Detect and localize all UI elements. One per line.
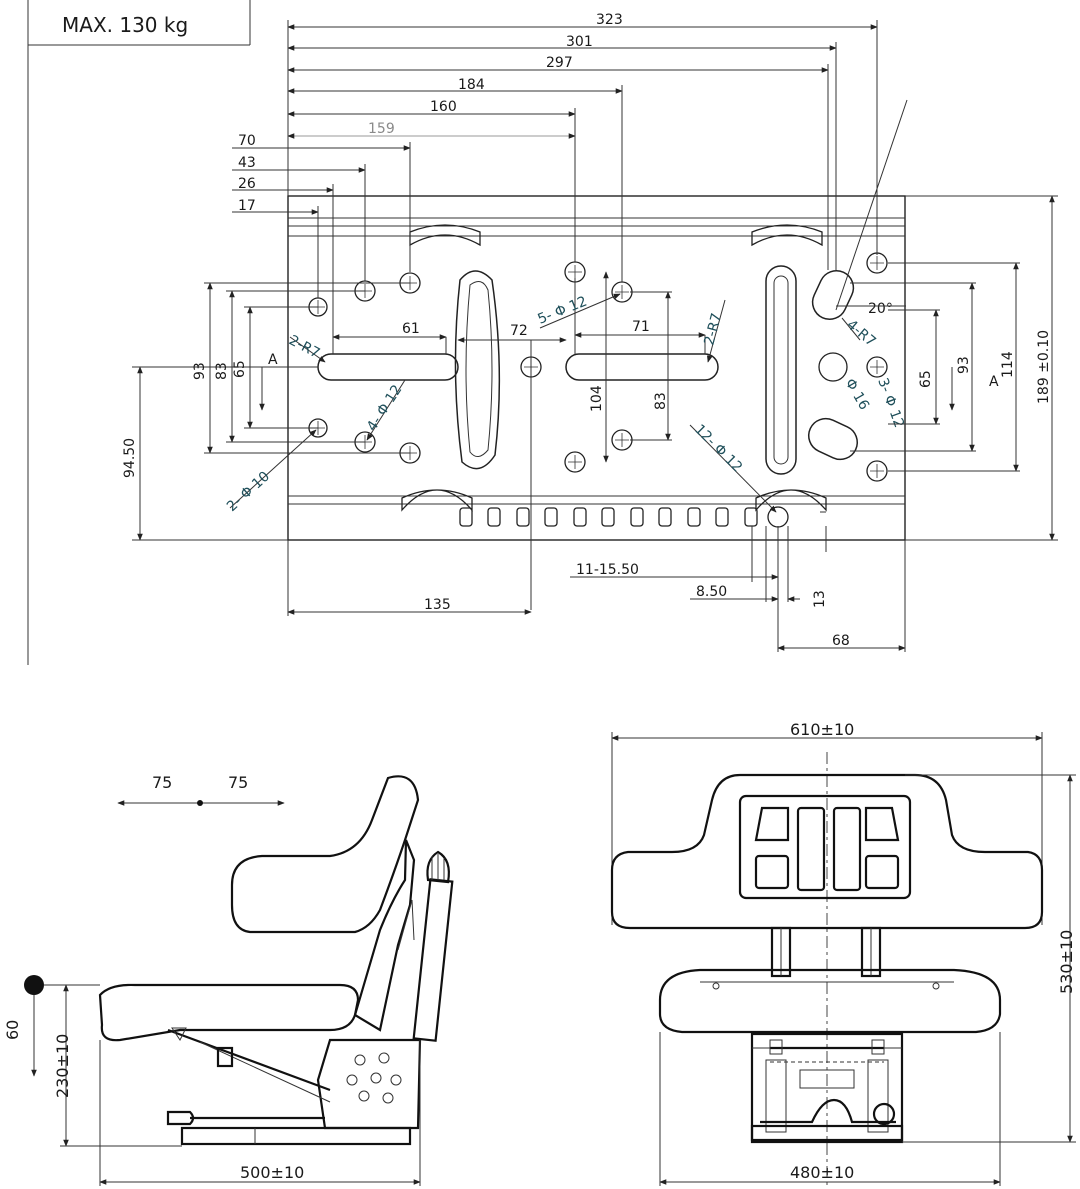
seat-base bbox=[316, 1038, 422, 1130]
dim-184: 184 bbox=[458, 77, 485, 93]
angled-slot bbox=[807, 417, 859, 461]
note-20-degrees: 20° bbox=[868, 301, 893, 317]
suspension-base bbox=[750, 1032, 904, 1144]
seat-side-view: 75 75 60 23 bbox=[3, 773, 454, 1186]
dim-189: 189 ±0.10 bbox=[1036, 330, 1052, 404]
dim-83-left: 83 bbox=[214, 362, 230, 380]
dim-230: 230±10 bbox=[53, 1034, 72, 1098]
bottom-dimensions bbox=[287, 511, 906, 652]
top-frame: MAX. 130 kg bbox=[27, 0, 251, 665]
left-vertical-dimensions bbox=[132, 282, 410, 541]
adjustment-slots bbox=[459, 507, 758, 527]
dim-26: 26 bbox=[238, 176, 256, 192]
section-a-left: A bbox=[268, 352, 278, 368]
dim-500: 500±10 bbox=[240, 1163, 304, 1182]
notch bbox=[409, 224, 481, 247]
dim-65-right: 65 bbox=[918, 370, 934, 388]
notch bbox=[401, 489, 473, 512]
dim-301: 301 bbox=[566, 34, 593, 50]
dim-94-50: 94.50 bbox=[122, 438, 138, 478]
curved-slot bbox=[454, 270, 501, 470]
dim-610: 610±10 bbox=[790, 720, 854, 739]
angled-slot bbox=[811, 269, 855, 321]
dim-159: 159 bbox=[368, 121, 395, 137]
shock-absorber-top bbox=[426, 850, 450, 884]
dim-297: 297 bbox=[546, 55, 573, 71]
dim-71: 71 bbox=[632, 319, 650, 335]
seat-rail bbox=[180, 1126, 412, 1146]
middle-vertical-dimensions bbox=[603, 271, 672, 463]
dim-65-left: 65 bbox=[232, 360, 248, 378]
section-a-right: A bbox=[989, 374, 999, 390]
vertical-slot bbox=[765, 265, 797, 475]
notch bbox=[751, 224, 823, 247]
dim-104: 104 bbox=[589, 385, 605, 412]
note-4-r7: 4-R7 bbox=[843, 317, 878, 350]
dim-323: 323 bbox=[596, 12, 623, 28]
dim-75-right: 75 bbox=[228, 773, 248, 792]
horizontal-slot-left bbox=[317, 353, 459, 381]
backrest-front bbox=[610, 773, 1044, 930]
dim-17: 17 bbox=[238, 198, 256, 214]
max-load-label: MAX. 130 kg bbox=[62, 13, 188, 37]
dim-72: 72 bbox=[510, 323, 528, 339]
mounting-plate-view: 323 301 297 184 160 159 70 43 26 17 61 7… bbox=[122, 12, 1058, 652]
dim-70: 70 bbox=[238, 133, 256, 149]
note-phi16: Φ 16 bbox=[842, 376, 873, 413]
dim-135: 135 bbox=[424, 597, 451, 613]
reference-point bbox=[24, 975, 44, 995]
right-vertical-dimensions bbox=[850, 195, 1058, 541]
top-dimensions bbox=[232, 20, 908, 354]
note-5-phi12: 5- Φ 12 bbox=[536, 294, 590, 328]
dim-68: 68 bbox=[832, 633, 850, 649]
note-2-phi10: 2- Φ 10 bbox=[224, 468, 273, 514]
slide-lever bbox=[166, 1110, 195, 1126]
dim-43: 43 bbox=[238, 155, 256, 171]
dim-480: 480±10 bbox=[790, 1163, 854, 1182]
dim-75-left: 75 bbox=[152, 773, 172, 792]
dim-530: 530±10 bbox=[1057, 930, 1076, 994]
dim-13: 13 bbox=[812, 590, 828, 608]
horizontal-slot-right bbox=[565, 353, 719, 381]
seat-cushion-front bbox=[658, 968, 1002, 1034]
dim-93-left: 93 bbox=[192, 362, 208, 380]
dim-60: 60 bbox=[3, 1020, 22, 1040]
dim-61: 61 bbox=[402, 321, 420, 337]
seat-cushion bbox=[98, 983, 360, 1042]
notch bbox=[755, 489, 827, 512]
note-4-phi12: 4- Φ 12 bbox=[364, 382, 406, 434]
dim-160: 160 bbox=[430, 99, 457, 115]
dim-11-15-50: 11-15.50 bbox=[576, 562, 639, 578]
note-12-phi12: 12- Φ 12 bbox=[691, 422, 745, 476]
plate-outline bbox=[287, 195, 906, 541]
dim-114: 114 bbox=[1000, 351, 1016, 378]
note-2-r7-right: 2-R7 bbox=[701, 311, 725, 347]
note-2-r7-left: 2-R7 bbox=[286, 332, 322, 361]
dim-83-middle: 83 bbox=[653, 392, 669, 410]
seat-front-view: 610±10 bbox=[610, 720, 1076, 1186]
note-3-phi12: 3- Φ 12 bbox=[874, 376, 907, 430]
dim-8-50: 8.50 bbox=[696, 584, 727, 600]
dim-93-right: 93 bbox=[956, 356, 972, 374]
